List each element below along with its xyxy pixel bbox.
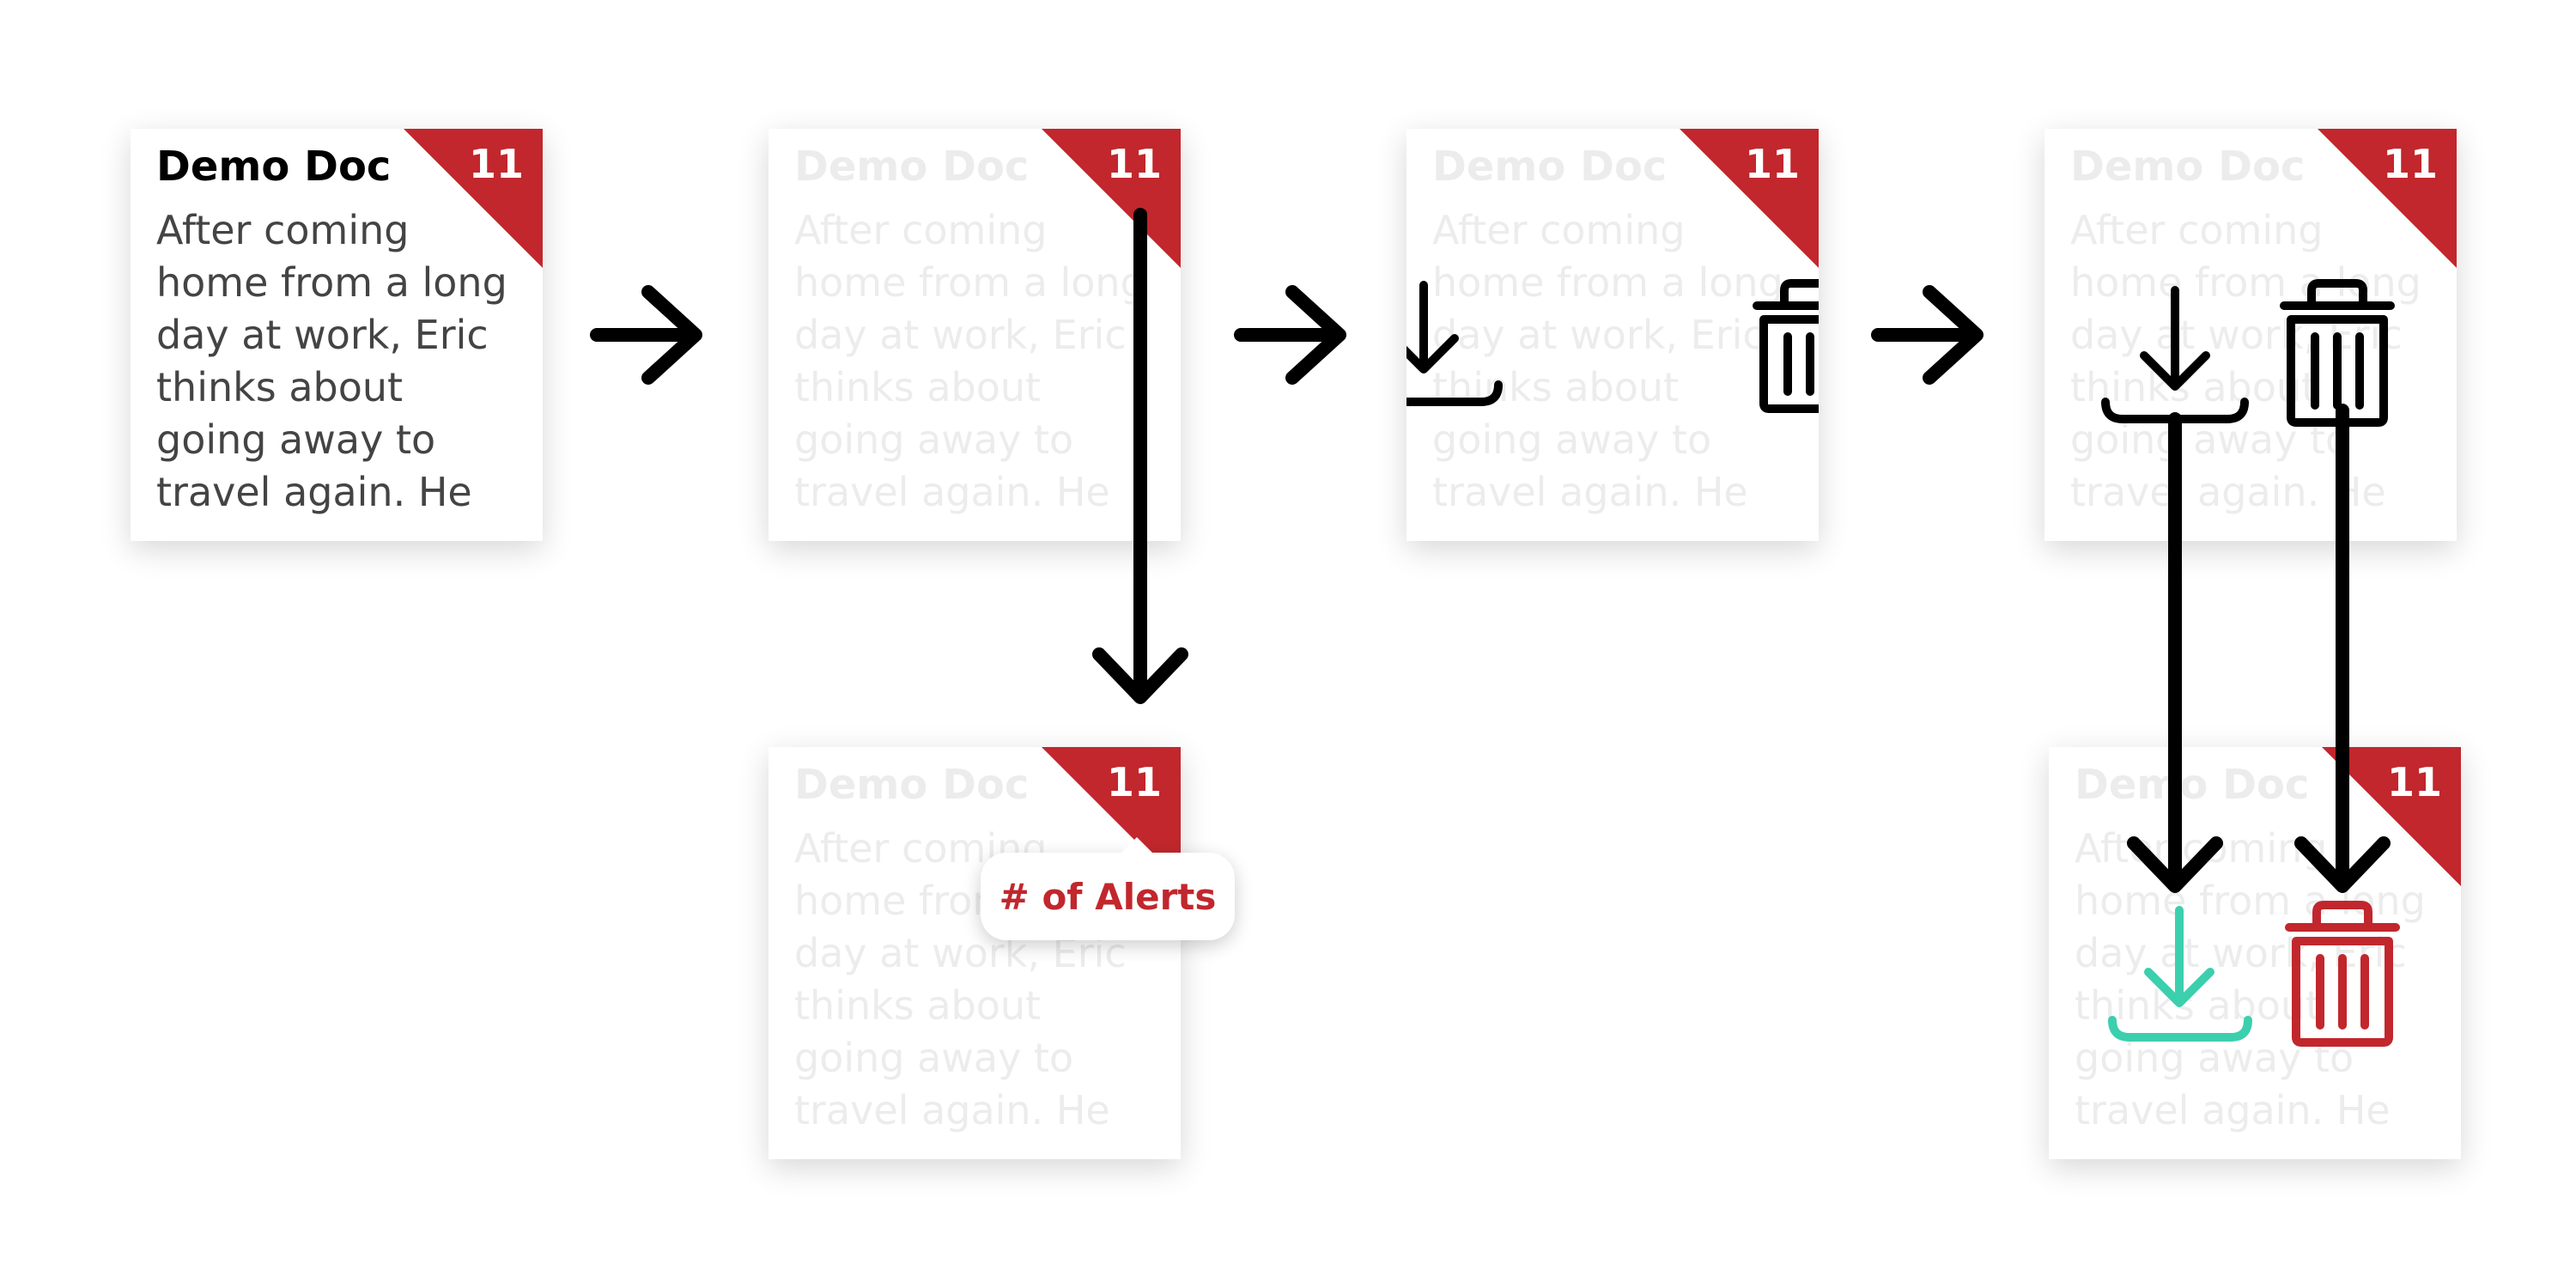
doc-card-icons-entering[interactable]: Demo Doc After coming home from a long d…: [1406, 129, 1819, 541]
alert-count-badge: 11: [1106, 141, 1162, 187]
card-line: going away to: [794, 416, 1074, 463]
card-title: Demo Doc: [156, 143, 392, 191]
arrow-right-icon: [1871, 285, 1984, 385]
download-icon: [2108, 906, 2252, 1042]
card-line: going away to: [156, 416, 436, 463]
alert-count-badge: 11: [2386, 759, 2442, 805]
alert-corner: [1680, 129, 1819, 268]
card-line: After coming: [794, 207, 1048, 253]
card-line: day at work, Eric: [1432, 312, 1765, 358]
card-line: After coming: [2070, 207, 2324, 253]
alert-corner: [1042, 129, 1181, 268]
card-line: thinks about: [794, 364, 1042, 410]
card-body: After coming home from a long day at wor…: [2070, 204, 2448, 519]
alert-count-badge: 11: [2382, 141, 2438, 187]
card-line: going away to: [794, 1035, 1074, 1081]
alert-count-badge: 11: [1106, 759, 1162, 805]
arrow-right-icon: [590, 285, 702, 385]
card-title: Demo Doc: [2075, 761, 2310, 809]
card-line: travel again. He: [156, 469, 472, 515]
tooltip-pointer: [1120, 837, 1154, 854]
arrow-right-icon: [1234, 285, 1346, 385]
doc-card-icons-shown[interactable]: Demo Doc After coming home from a long d…: [2044, 129, 2457, 541]
card-line: After coming: [1432, 207, 1686, 253]
alert-count-badge: 11: [468, 141, 524, 187]
card-line: travel again. He: [794, 469, 1110, 515]
card-line: After coming: [156, 207, 410, 253]
card-line: going away to: [1432, 416, 1712, 463]
card-line: travel again. He: [2075, 1087, 2391, 1133]
arrow-down-icon: [2294, 404, 2391, 893]
trash-icon: [2280, 279, 2395, 427]
doc-card-faded[interactable]: Demo Doc After coming home from a long d…: [769, 129, 1181, 541]
card-title: Demo Doc: [794, 143, 1030, 191]
card-line: day at work, Eric: [794, 312, 1127, 358]
alert-count-tooltip: # of Alerts: [981, 837, 1235, 940]
trash-icon: [1753, 279, 1819, 413]
card-line: day at work, Eric: [156, 312, 489, 358]
doc-card-alert-tooltip[interactable]: Demo Doc After coming home from a long d…: [769, 747, 1181, 1159]
alert-count-badge: 11: [1744, 141, 1800, 187]
arrow-down-icon: [1092, 208, 1188, 704]
card-line: travel again. He: [1432, 469, 1748, 515]
card-title: Demo Doc: [2070, 143, 2306, 191]
tooltip-label: # of Alerts: [999, 875, 1217, 918]
card-title: Demo Doc: [794, 761, 1030, 809]
card-line: travel again. He: [794, 1087, 1110, 1133]
card-line: thinks about: [156, 364, 404, 410]
card-line: thinks about: [794, 982, 1042, 1029]
download-icon: [2101, 286, 2249, 423]
doc-card-original[interactable]: Demo Doc After coming home from a long d…: [131, 129, 543, 541]
card-title: Demo Doc: [1432, 143, 1668, 191]
alert-corner: [404, 129, 543, 268]
card-line: travel again. He: [2070, 469, 2386, 515]
alert-corner: [2318, 129, 2457, 268]
trash-icon: [2285, 901, 2400, 1047]
arrow-down-icon: [2127, 412, 2223, 893]
card-body: After coming home from a long day at wor…: [2075, 823, 2452, 1137]
download-icon: [1406, 281, 1503, 406]
